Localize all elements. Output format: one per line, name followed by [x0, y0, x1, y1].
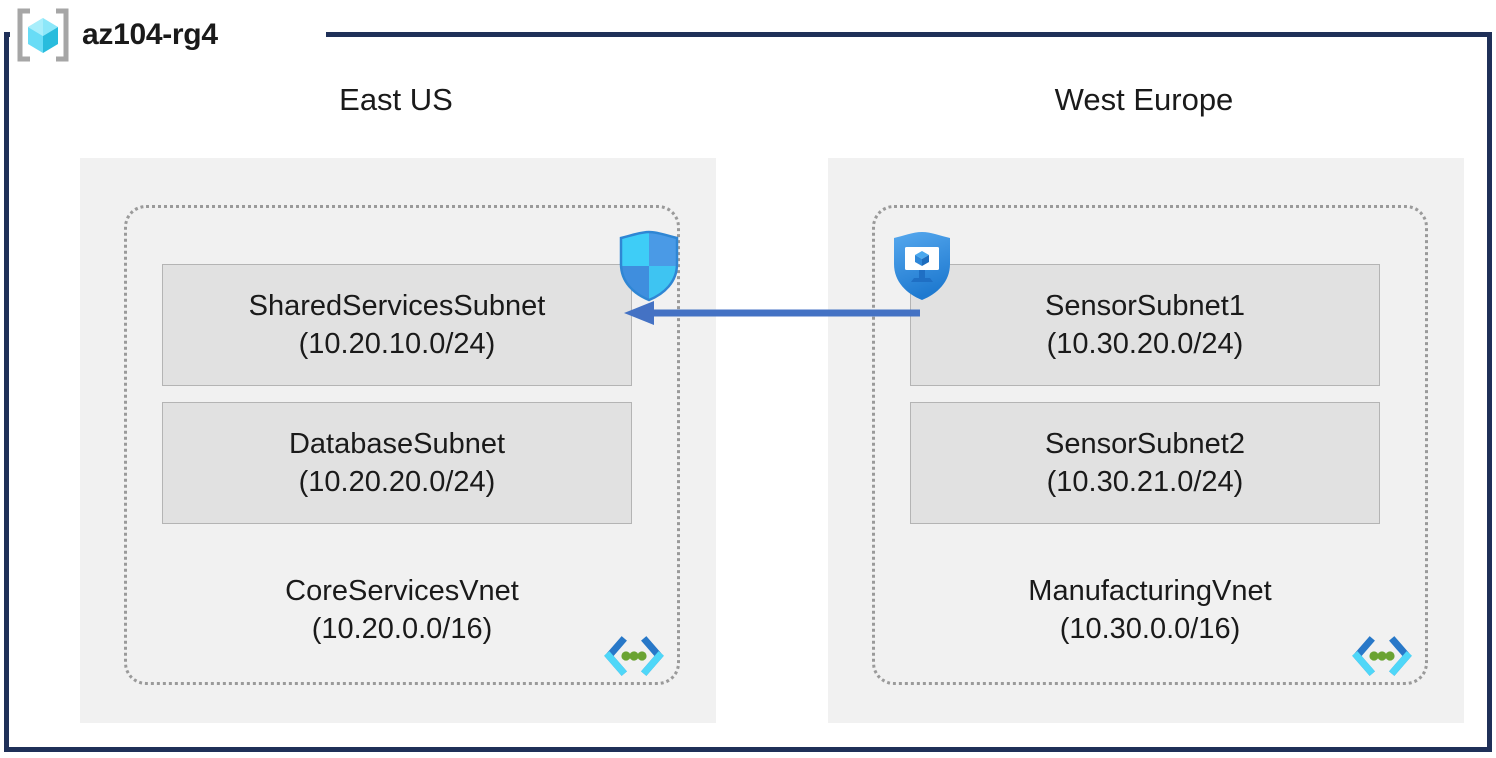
resource-group-cube-icon: [17, 8, 69, 62]
subnet-name: DatabaseSubnet: [288, 428, 506, 460]
region-west-europe: West Europe SensorSubnet1 (10.30.20.0/24…: [824, 80, 1464, 723]
vnet-peering-arrow[interactable]: [620, 296, 920, 330]
vnet-name: CoreServicesVnet: [285, 575, 519, 607]
application-security-group-icon[interactable]: [889, 230, 955, 302]
virtual-network-icon[interactable]: [1351, 636, 1413, 676]
subnet-cidr: (10.30.21.0/24): [1046, 466, 1244, 498]
region-title-east-us: East US: [339, 82, 453, 117]
subnet-shared-services[interactable]: SharedServicesSubnet (10.20.10.0/24): [162, 264, 632, 386]
vnet-name: ManufacturingVnet: [1028, 575, 1272, 607]
resource-group-title-mask: [10, 20, 326, 48]
resource-group-name: az104-rg4: [82, 18, 218, 51]
vnet-manufacturing[interactable]: SensorSubnet1 (10.30.20.0/24) Se: [872, 205, 1428, 685]
subnet-sensor-2[interactable]: SensorSubnet2 (10.30.21.0/24): [910, 402, 1380, 524]
subnet-cidr: (10.30.20.0/24): [1046, 328, 1244, 360]
subnet-cidr: (10.20.10.0/24): [298, 328, 496, 360]
virtual-network-icon[interactable]: [603, 636, 665, 676]
vnet-core-services[interactable]: SharedServicesSubnet (10.20.10.0/24) Dat…: [124, 205, 680, 685]
vnet-cidr: (10.20.0.0/16): [311, 613, 493, 645]
vnet-label-core-services: CoreServicesVnet (10.20.0.0/16): [127, 572, 677, 648]
subnet-database[interactable]: DatabaseSubnet (10.20.20.0/24): [162, 402, 632, 524]
resource-group-header: az104-rg4: [14, 8, 218, 62]
subnet-sensor-1[interactable]: SensorSubnet1 (10.30.20.0/24): [910, 264, 1380, 386]
subnet-name: SensorSubnet1: [1045, 290, 1245, 322]
subnet-name: SharedServicesSubnet: [248, 290, 546, 322]
subnet-name: SensorSubnet2: [1045, 428, 1245, 460]
subnet-cidr: (10.20.20.0/24): [298, 466, 496, 498]
vnet-cidr: (10.30.0.0/16): [1059, 613, 1241, 645]
region-title-west-europe: West Europe: [1054, 82, 1234, 117]
network-security-group-shield-icon[interactable]: [616, 230, 682, 302]
region-east-us: East US SharedServicesSubnet (10.20.10.0…: [76, 80, 716, 723]
vnet-label-manufacturing: ManufacturingVnet (10.30.0.0/16): [875, 572, 1425, 648]
